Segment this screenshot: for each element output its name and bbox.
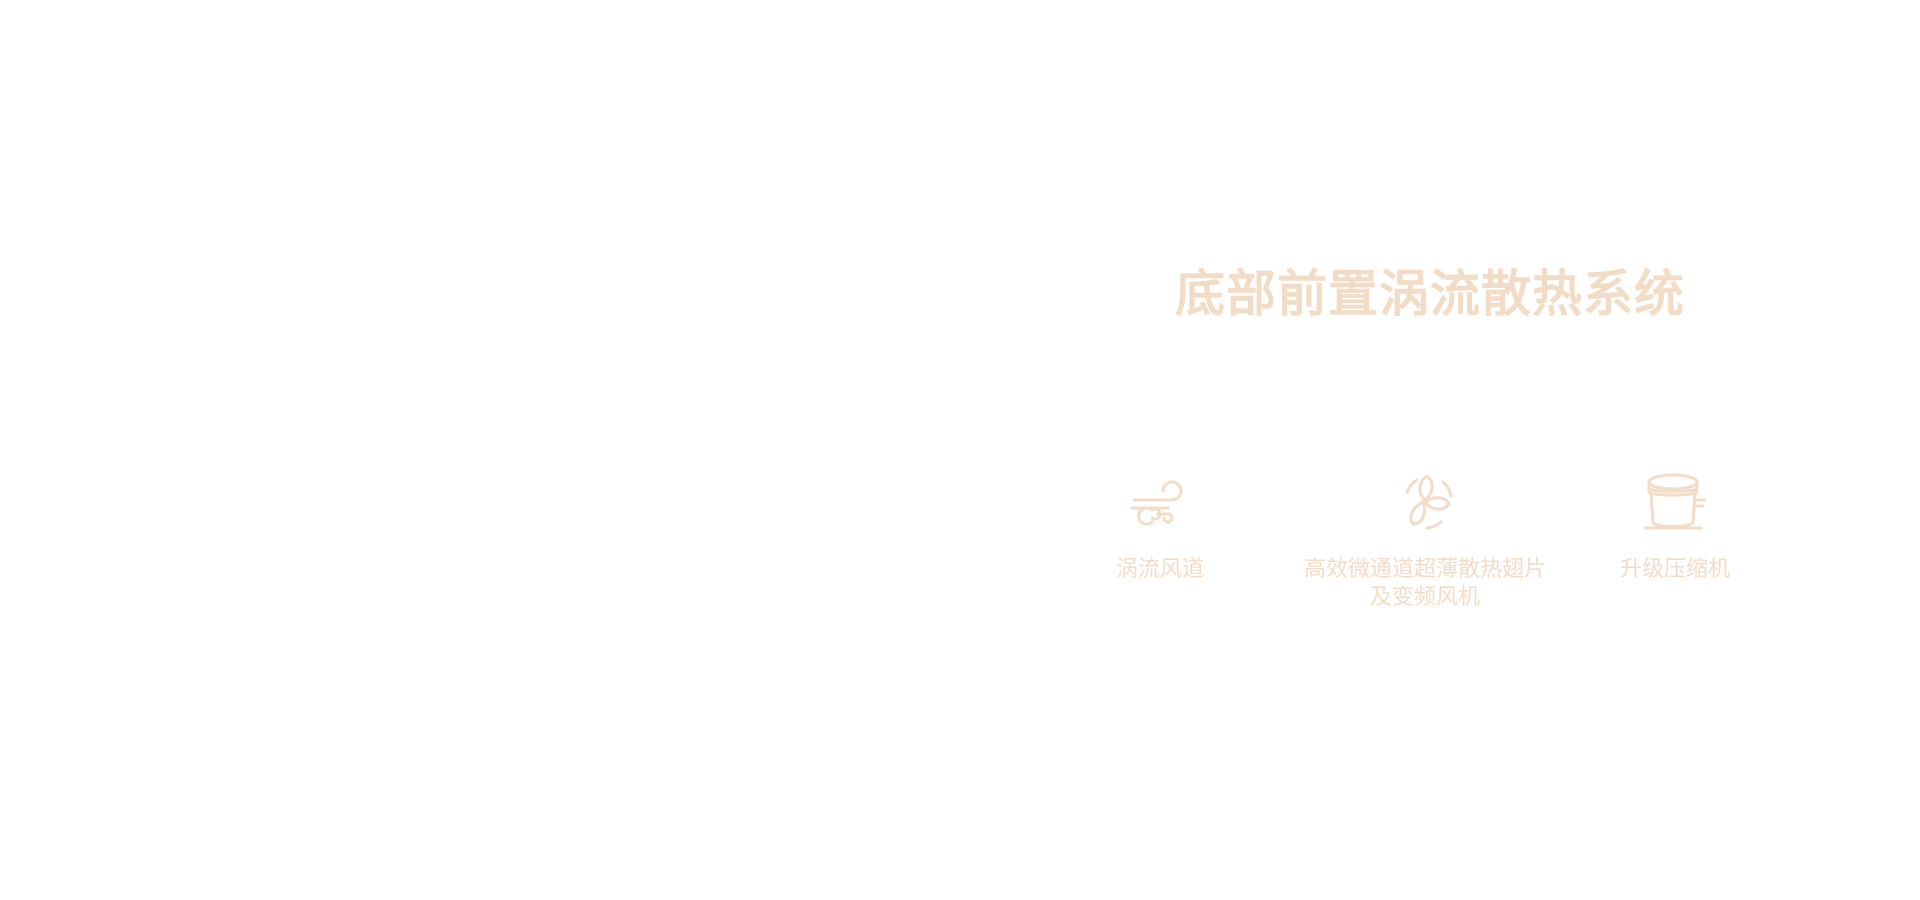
compressor-icon	[1643, 473, 1707, 530]
feature-label: 高效微通道超薄散热翅片 及变频风机	[1304, 556, 1546, 612]
feature-compressor: 升级压缩机	[1605, 470, 1745, 584]
wind-vortex-icon	[1130, 480, 1183, 526]
feature-label-line: 及变频风机	[1369, 585, 1480, 610]
feature-label-line: 升级压缩机	[1619, 557, 1730, 582]
feature-microchannel-fins: 高效微通道超薄散热翅片 及变频风机	[1280, 470, 1570, 612]
feature-label: 涡流风道	[1116, 556, 1204, 584]
feature-label: 升级压缩机	[1620, 556, 1730, 584]
feature-label-line: 涡流风道	[1115, 557, 1204, 582]
feature-vortex-duct: 涡流风道	[1100, 470, 1220, 584]
section-title: 底部前置涡流散热系统	[1175, 265, 1685, 323]
fan-icon	[1405, 474, 1453, 530]
feature-label-line: 高效微通道超薄散热翅片	[1303, 557, 1546, 582]
